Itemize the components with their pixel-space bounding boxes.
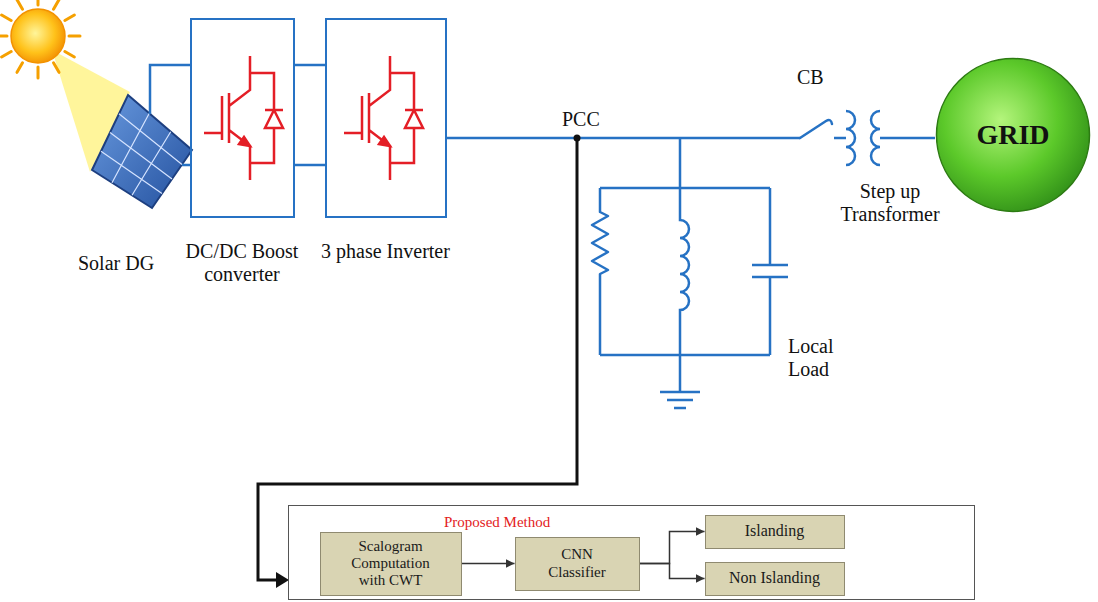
annotation-label: Step up Transformer bbox=[820, 180, 960, 226]
measurement-line bbox=[258, 138, 577, 580]
node-label: CNN Classifier bbox=[538, 546, 617, 581]
annotation-label: PCC bbox=[562, 108, 632, 131]
annotation-label: Local Load bbox=[788, 335, 858, 381]
sun-ray bbox=[65, 15, 75, 21]
diode-symbol bbox=[405, 110, 423, 128]
output-box: Non Islanding bbox=[705, 562, 845, 596]
panel-grid bbox=[101, 113, 182, 195]
sun-ray bbox=[17, 0, 23, 9]
method-panel: Proposed MethodScalogram Computation wit… bbox=[288, 505, 975, 600]
dc-link-wire bbox=[295, 164, 325, 167]
annotation-label: Solar DG bbox=[78, 252, 188, 275]
flow-arrow bbox=[640, 564, 705, 579]
solar-panel bbox=[92, 95, 192, 208]
sun-icon bbox=[11, 9, 65, 63]
sun-ray bbox=[17, 63, 23, 73]
annotation-label: CB bbox=[797, 66, 847, 89]
sun-ray bbox=[69, 35, 80, 38]
node-label: Islanding bbox=[714, 522, 836, 540]
sun-rays bbox=[0, 0, 80, 78]
resistor-symbol bbox=[592, 188, 608, 355]
emitter-arrow bbox=[239, 137, 250, 146]
sun-ray bbox=[0, 35, 7, 38]
igbt-symbol bbox=[204, 56, 283, 180]
output-box: Islanding bbox=[705, 515, 845, 549]
inverter-box: 3 phase Inverter bbox=[325, 18, 447, 218]
transformer-symbol bbox=[846, 111, 880, 165]
grid-circle: GRID bbox=[935, 57, 1091, 213]
node-label: GRID bbox=[976, 119, 1049, 151]
sun-ray bbox=[65, 52, 75, 58]
emitter-arrow bbox=[379, 137, 390, 146]
igbt-symbol bbox=[344, 56, 423, 180]
dc-link-wire bbox=[295, 64, 325, 67]
sun-ray bbox=[37, 0, 40, 5]
inductor-symbol bbox=[680, 188, 689, 355]
classifier-box: CNN Classifier bbox=[515, 537, 640, 591]
node-label: DC/DC Boost converter bbox=[172, 240, 312, 286]
sun-ray bbox=[37, 67, 40, 78]
igbt-lines bbox=[344, 56, 423, 180]
diode-symbol bbox=[265, 110, 283, 128]
ground-symbol bbox=[660, 392, 700, 408]
converter-box: DC/DC Boost converter bbox=[190, 18, 295, 218]
sun-ray bbox=[2, 15, 12, 21]
flow-arrow bbox=[640, 532, 705, 564]
power-wire bbox=[150, 65, 935, 392]
grid-circle-outline bbox=[937, 59, 1090, 212]
node-label: Non Islanding bbox=[714, 569, 836, 587]
node-label: Proposed Method bbox=[444, 514, 550, 531]
node-label: 3 phase Inverter bbox=[321, 240, 451, 263]
capacitor-symbol bbox=[752, 188, 788, 355]
sun-ray bbox=[54, 63, 60, 73]
breaker-switch bbox=[800, 120, 832, 138]
process-box: Scalogram Computation with CWT bbox=[320, 532, 462, 596]
flow-arrow bbox=[462, 563, 515, 565]
sun-ray bbox=[2, 52, 12, 58]
igbt-lines bbox=[204, 56, 283, 180]
node-label: Scalogram Computation with CWT bbox=[341, 538, 441, 590]
pcc-junction bbox=[574, 135, 581, 142]
sun-ray bbox=[54, 0, 60, 9]
